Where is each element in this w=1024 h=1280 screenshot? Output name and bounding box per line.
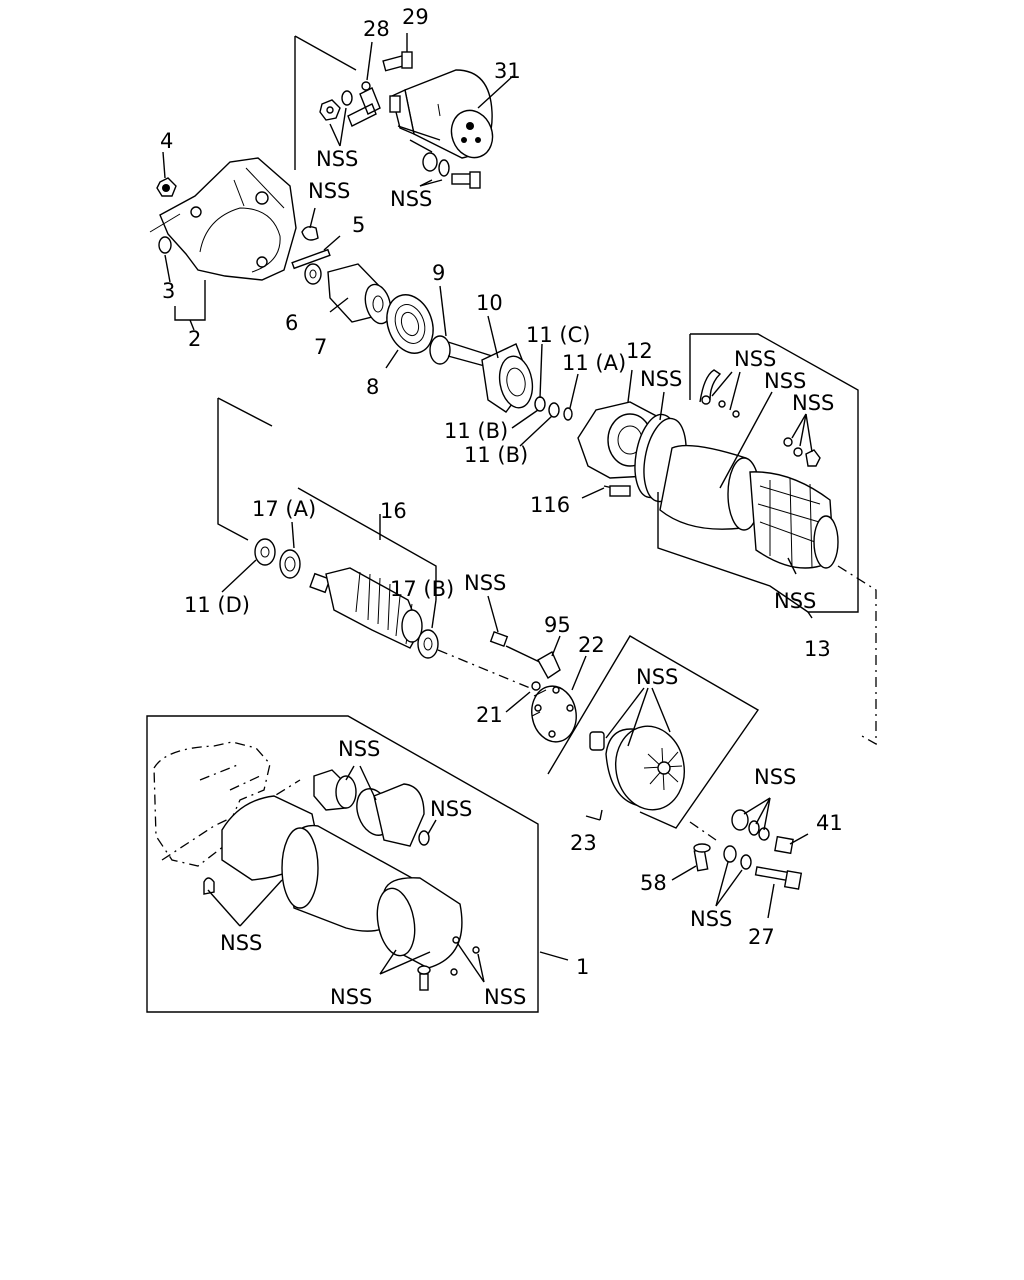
label-nss-j: NSS bbox=[636, 665, 678, 689]
label-nss-i: NSS bbox=[774, 589, 816, 613]
label-6: 6 bbox=[285, 311, 298, 335]
label-16: 16 bbox=[380, 499, 407, 523]
front-housing-2 bbox=[149, 151, 297, 331]
label-2: 2 bbox=[188, 327, 201, 351]
label-nss-o: NSS bbox=[220, 931, 262, 955]
label-28: 28 bbox=[363, 17, 390, 41]
washer-6 bbox=[304, 263, 322, 285]
screw-58 bbox=[671, 843, 711, 881]
seal-8 bbox=[385, 294, 434, 369]
label-13: 13 bbox=[804, 637, 831, 661]
label-nss-l: NSS bbox=[430, 797, 472, 821]
label-11a: 11 (A) bbox=[562, 351, 626, 375]
label-21: 21 bbox=[476, 703, 503, 727]
label-23: 23 bbox=[570, 831, 597, 855]
label-nss-c: NSS bbox=[308, 179, 350, 203]
label-58: 58 bbox=[640, 871, 667, 895]
label-nss-e: NSS bbox=[734, 347, 776, 371]
label-11d: 11 (D) bbox=[184, 593, 250, 617]
label-nss-g: NSS bbox=[792, 391, 834, 415]
label-9: 9 bbox=[432, 261, 445, 285]
starter-assembly-1 bbox=[146, 715, 569, 1013]
solenoid-group bbox=[294, 33, 514, 189]
washers-11 bbox=[511, 343, 579, 447]
label-nss-q: NSS bbox=[484, 985, 526, 1009]
label-nss-h: NSS bbox=[464, 571, 506, 595]
label-41: 41 bbox=[816, 811, 843, 835]
label-27: 27 bbox=[748, 925, 775, 949]
label-11b-1: 11 (B) bbox=[444, 419, 508, 443]
armature-16-group bbox=[217, 397, 531, 689]
label-31: 31 bbox=[494, 59, 521, 83]
label-7: 7 bbox=[314, 335, 327, 359]
label-8: 8 bbox=[366, 375, 379, 399]
part-labels: 29 28 31 4 NSS NSS NSS 5 3 2 6 7 8 9 10 … bbox=[160, 5, 843, 1009]
washers-bolt-27 bbox=[715, 845, 803, 919]
label-10: 10 bbox=[476, 291, 503, 315]
label-5: 5 bbox=[352, 213, 365, 237]
bolt-29 bbox=[382, 33, 413, 72]
washers-bolt-nss bbox=[409, 139, 481, 189]
label-nss-p: NSS bbox=[330, 985, 372, 1009]
nut-washer-nss bbox=[319, 90, 353, 147]
label-11b-2: 11 (B) bbox=[464, 443, 528, 467]
label-12: 12 bbox=[626, 339, 653, 363]
label-11c: 11 (C) bbox=[526, 323, 590, 347]
solenoid-31 bbox=[389, 69, 514, 159]
pinion-7 bbox=[327, 263, 392, 325]
label-22: 22 bbox=[578, 633, 605, 657]
clutch-10 bbox=[481, 315, 534, 413]
label-4: 4 bbox=[160, 129, 173, 153]
label-nss-m: NSS bbox=[754, 765, 796, 789]
label-95: 95 bbox=[544, 613, 571, 637]
pin-5-and-clip bbox=[291, 207, 341, 270]
label-nss-f: NSS bbox=[764, 369, 806, 393]
label-nss-a: NSS bbox=[316, 147, 358, 171]
rear-cover-23 bbox=[547, 635, 760, 841]
yoke-group-13 bbox=[657, 333, 877, 746]
bracket-28 bbox=[347, 41, 381, 127]
label-17a: 17 (A) bbox=[252, 497, 316, 521]
brush-holder-22 bbox=[487, 595, 587, 743]
label-1: 1 bbox=[576, 955, 589, 979]
label-nss-b: NSS bbox=[390, 187, 432, 211]
label-29: 29 bbox=[402, 5, 429, 29]
label-17b: 17 (B) bbox=[390, 577, 454, 601]
label-nss-k: NSS bbox=[338, 737, 380, 761]
shaft-9 bbox=[429, 285, 493, 369]
washers-bolt-41 bbox=[731, 797, 809, 855]
label-nss-d: NSS bbox=[640, 367, 682, 391]
label-116: 116 bbox=[530, 493, 570, 517]
label-3: 3 bbox=[162, 279, 175, 303]
label-nss-n: NSS bbox=[690, 907, 732, 931]
